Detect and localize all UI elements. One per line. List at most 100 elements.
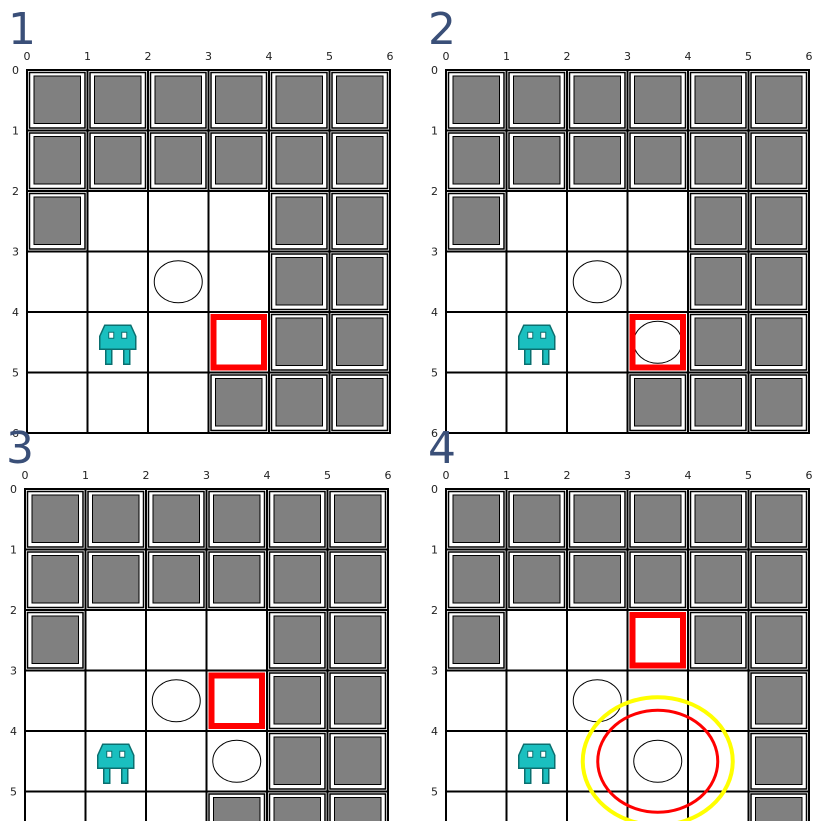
grid-cell[interactable] [505, 790, 568, 821]
y-tick-label: 1 [431, 125, 438, 138]
grid-cell[interactable] [86, 371, 149, 434]
panel-3: 301234560123456 [6, 423, 392, 821]
grid-cell[interactable] [207, 190, 270, 253]
grid-cell[interactable] [445, 250, 508, 313]
grid-cell[interactable] [145, 730, 208, 793]
grid-cell[interactable] [505, 250, 568, 313]
wall-block [452, 196, 500, 245]
grid-cell[interactable] [147, 190, 210, 253]
wall-block [273, 797, 321, 821]
x-tick-label: 0 [443, 50, 450, 63]
grid-cell[interactable] [505, 311, 568, 374]
y-tick-label: 0 [12, 64, 19, 77]
wall-block [755, 676, 803, 725]
grid-cell[interactable] [147, 371, 210, 434]
grid-cell[interactable] [566, 609, 629, 672]
grid-cell[interactable] [445, 730, 508, 793]
grid-cell[interactable] [84, 790, 147, 821]
wall-block [334, 736, 382, 785]
grid-cell[interactable] [205, 669, 268, 732]
target-cursor[interactable] [210, 314, 267, 371]
wall-block [273, 615, 321, 664]
wall-block [634, 75, 682, 124]
robot-leg-left [524, 348, 532, 365]
wall-block [336, 136, 384, 185]
y-tick-label: 2 [431, 604, 438, 617]
grid-cell[interactable] [445, 669, 508, 732]
wall-block [275, 136, 323, 185]
x-tick-label: 1 [503, 50, 510, 63]
target-cursor[interactable] [629, 612, 686, 669]
wall-block [273, 676, 321, 725]
grid-cell[interactable] [505, 669, 568, 732]
grid-cell[interactable] [24, 790, 87, 821]
wall-block [452, 494, 500, 543]
y-tick-label: 1 [10, 544, 17, 557]
grid-cell[interactable] [626, 790, 689, 821]
wall-block [273, 555, 321, 604]
wall-block [452, 555, 500, 604]
wall-block [755, 75, 803, 124]
grid-cell[interactable] [145, 790, 208, 821]
grid-cell[interactable] [566, 371, 629, 434]
robot-eye-right [540, 750, 547, 758]
robot-leg-right [542, 348, 550, 365]
grid-cell[interactable] [566, 190, 629, 253]
x-tick-label: 2 [564, 469, 571, 482]
wall-block [694, 257, 742, 306]
grid-cell[interactable] [26, 311, 89, 374]
x-tick-label: 6 [806, 50, 813, 63]
grid-cell[interactable] [626, 250, 689, 313]
x-tick-label: 6 [385, 469, 392, 482]
grid-cell[interactable] [626, 609, 689, 672]
grid-cell[interactable] [86, 190, 149, 253]
wall-block [92, 494, 140, 543]
grid-cell[interactable] [566, 311, 629, 374]
x-tick-label: 2 [145, 50, 152, 63]
x-tick-label: 0 [443, 469, 450, 482]
grid-cell[interactable] [24, 730, 87, 793]
x-tick-label: 1 [84, 50, 91, 63]
grid-cell[interactable] [205, 609, 268, 672]
grid-cell[interactable] [505, 371, 568, 434]
wall-block [452, 615, 500, 664]
target-cursor[interactable] [208, 672, 265, 729]
grid-cell[interactable] [147, 311, 210, 374]
grid-cell[interactable] [145, 609, 208, 672]
highlight-ring-inner [596, 708, 720, 814]
grid-cell[interactable] [207, 311, 270, 374]
wall-block [634, 136, 682, 185]
grid-cell[interactable] [24, 669, 87, 732]
grid-cell[interactable] [26, 371, 89, 434]
target-cursor[interactable] [629, 314, 686, 371]
wall-block [334, 494, 382, 543]
wall-block [336, 75, 384, 124]
grid-cell[interactable] [26, 250, 89, 313]
x-tick-label: 2 [564, 50, 571, 63]
y-tick-label: 2 [431, 185, 438, 198]
y-tick-label: 2 [12, 185, 19, 198]
y-tick-label: 3 [12, 246, 19, 259]
wall-block [275, 196, 323, 245]
wall-block [694, 75, 742, 124]
y-tick-label: 5 [431, 786, 438, 799]
wall-block [755, 196, 803, 245]
grid-cell[interactable] [84, 669, 147, 732]
wall-block [513, 494, 561, 543]
grid-cell[interactable] [505, 190, 568, 253]
wall-block [152, 555, 200, 604]
grid-cell[interactable] [445, 311, 508, 374]
robot-eye-left [106, 750, 113, 758]
robot-eye-left [527, 750, 534, 758]
y-tick-label: 3 [10, 665, 17, 678]
grid-cell[interactable] [207, 250, 270, 313]
robot-eye-right [121, 331, 128, 339]
grid-cell[interactable] [505, 609, 568, 672]
wall-block [31, 615, 79, 664]
wall-block [573, 136, 621, 185]
grid-cell[interactable] [626, 190, 689, 253]
grid-cell[interactable] [445, 790, 508, 821]
grid-cell[interactable] [84, 609, 147, 672]
grid-cell[interactable] [86, 250, 149, 313]
